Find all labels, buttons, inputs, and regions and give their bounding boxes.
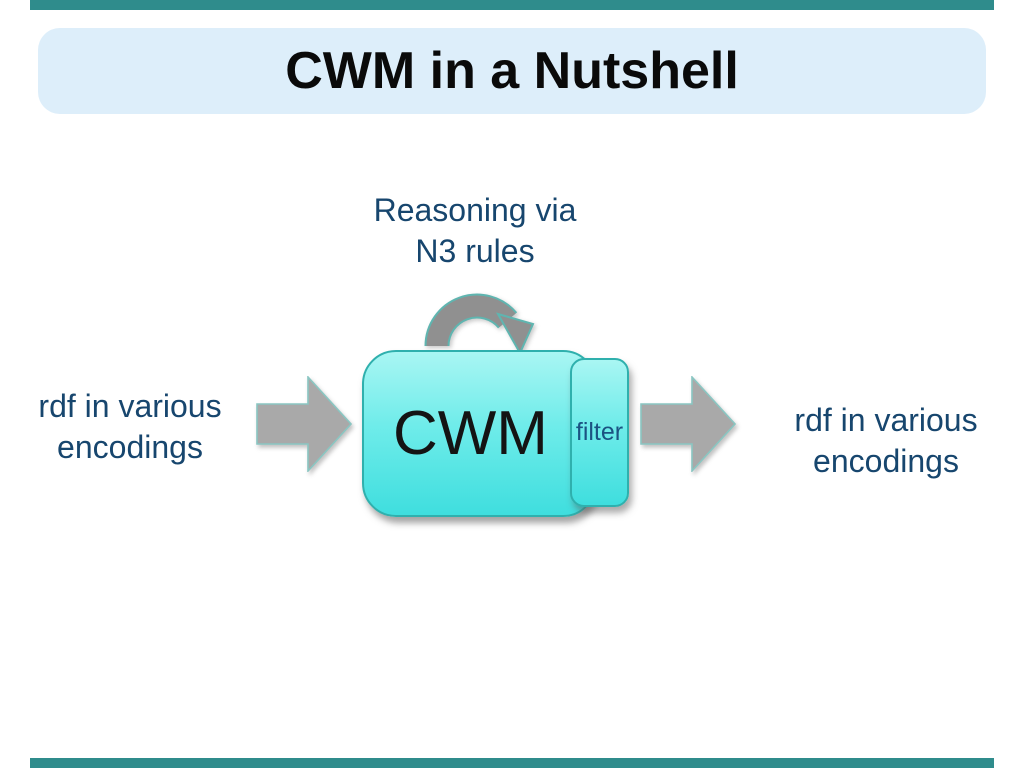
slide-title: CWM in a Nutshell <box>285 42 739 100</box>
cwm-box-label: CWM <box>393 399 548 468</box>
filter-box-label: filter <box>575 418 624 446</box>
reasoning-label: Reasoning via N3 rules <box>325 190 625 272</box>
loop-arrow-icon <box>424 293 535 356</box>
output-label-line1: rdf in various <box>794 402 978 438</box>
filter-box: filter <box>570 358 629 507</box>
input-label-line1: rdf in various <box>38 388 222 424</box>
output-label: rdf in various encodings <box>766 400 1006 482</box>
output-label-line2: encodings <box>813 443 959 479</box>
input-right-arrow-icon <box>256 376 352 472</box>
reasoning-label-line2: N3 rules <box>415 233 535 269</box>
reasoning-label-line1: Reasoning via <box>373 192 577 228</box>
slide-title-box: CWM in a Nutshell <box>38 28 986 114</box>
top-border-bar <box>30 0 994 10</box>
bottom-border-bar <box>30 758 994 768</box>
input-label: rdf in various encodings <box>10 386 250 468</box>
cwm-box: CWM <box>362 350 597 517</box>
input-label-line2: encodings <box>57 429 203 465</box>
output-right-arrow-icon <box>640 376 736 472</box>
